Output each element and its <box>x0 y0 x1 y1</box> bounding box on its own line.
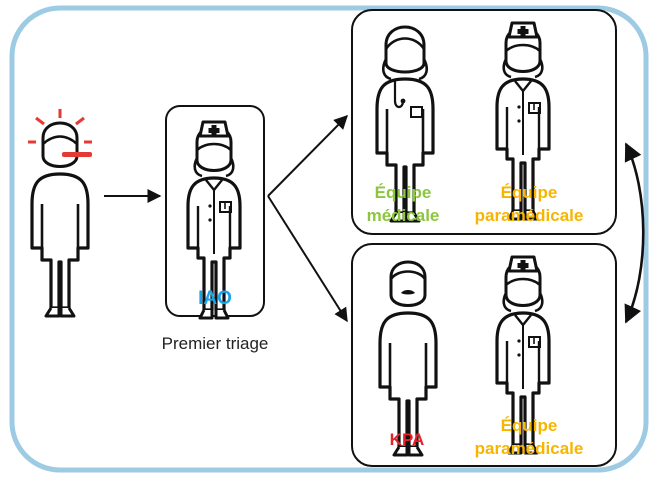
triage-caption: Premier triage <box>161 334 269 353</box>
medical-team-label-line1: Équipe <box>374 183 432 202</box>
paramedical-team-label-line1: Équipe <box>500 183 558 202</box>
paramedical-team-label-line2: paramédicale <box>474 206 584 225</box>
doctor-icon <box>375 25 435 223</box>
arrow-triage-to-bottom-group <box>267 195 348 323</box>
bidirectional-arrow <box>624 142 645 324</box>
outer-frame <box>9 5 649 473</box>
kpa-label: KPA <box>389 430 425 449</box>
medical-team-label-line2: médicale <box>366 206 440 225</box>
paramedical-team-label-line1: Équipe <box>500 416 558 435</box>
triage-label: IAO <box>198 288 232 309</box>
feverish-patient-icon <box>28 109 92 318</box>
arrow-triage-to-top-group <box>267 115 348 197</box>
paramedical-team-label-line2: paramédicale <box>474 439 584 458</box>
man-with-mustache-icon <box>378 260 438 457</box>
